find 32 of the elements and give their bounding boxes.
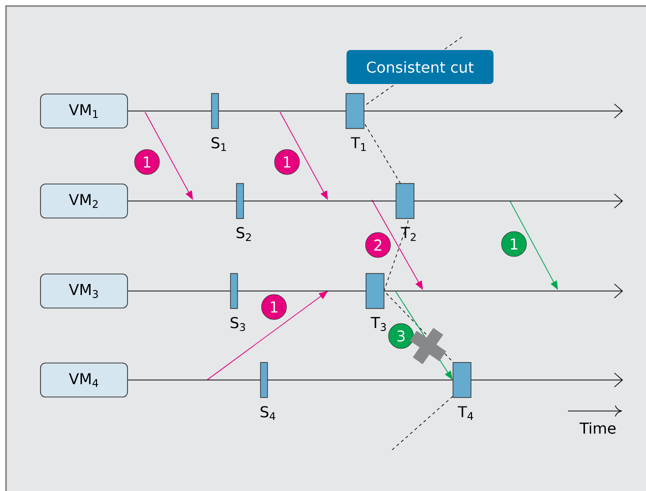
checkpoint-label: S$_{2}$ — [236, 227, 251, 241]
axis-label: Time — [580, 422, 616, 434]
checkpoint-label: S$_{4}$ — [260, 406, 276, 420]
checkpoint-bar — [236, 183, 244, 219]
label-box: Consistent cut — [346, 50, 494, 84]
step-number: 1 — [274, 149, 300, 175]
checkpoint-bar — [230, 273, 238, 309]
step-number: 1 — [501, 231, 527, 257]
step-number: 1 — [134, 149, 160, 175]
checkpoint-bar — [346, 93, 364, 129]
checkpoint-label: S$_{1}$ — [212, 137, 226, 151]
vm-box: VM$_{1}$ — [40, 94, 128, 128]
timeline-arrow — [128, 284, 623, 298]
checkpoint-label: T$_{1}$ — [350, 137, 366, 151]
checkpoint-label: T$_{3}$ — [370, 317, 386, 331]
step-number: 1 — [261, 294, 287, 320]
checkpoint-bar — [211, 93, 219, 129]
checkpoint-label: T$_{4}$ — [458, 406, 474, 420]
checkpoint-bar — [260, 362, 268, 398]
checkpoint-bar — [366, 273, 384, 309]
timeline-arrow — [128, 194, 623, 208]
timeline-arrow — [128, 372, 623, 388]
timeline-arrow — [128, 104, 623, 118]
vm-box: VM$_{4}$ — [40, 362, 128, 398]
checkpoint-label: T$_{2}$ — [400, 227, 416, 241]
vm-box: VM$_{3}$ — [40, 274, 128, 308]
checkpoint-bar — [396, 183, 414, 219]
step-number: 2 — [365, 232, 391, 258]
checkpoint-bar — [452, 362, 472, 398]
checkpoint-label: S$_{3}$ — [230, 316, 245, 332]
step-number: 3 — [388, 323, 414, 349]
vm-box: VM$_{2}$ — [40, 184, 128, 218]
